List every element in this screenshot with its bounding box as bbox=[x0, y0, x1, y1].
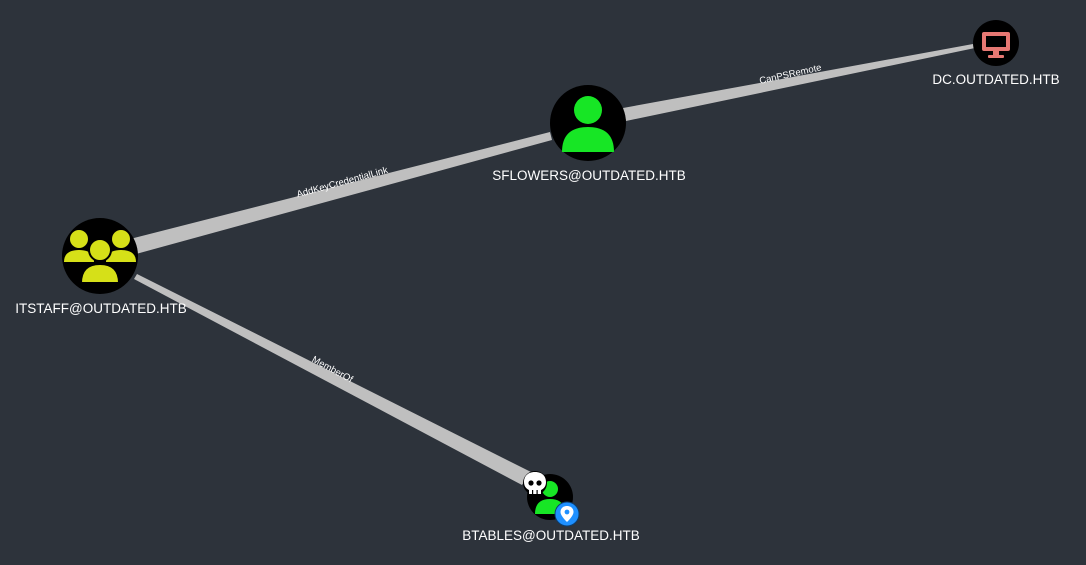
node-dc[interactable]: DC.OUTDATED.HTB bbox=[932, 20, 1060, 87]
edge-addkeycredentiallink[interactable] bbox=[130, 132, 552, 254]
group-icon bbox=[64, 230, 136, 284]
edge-memberof[interactable] bbox=[134, 274, 531, 485]
node-label-sflowers: SFLOWERS@OUTDATED.HTB bbox=[492, 168, 685, 183]
node-label-dc: DC.OUTDATED.HTB bbox=[932, 72, 1059, 87]
node-btables[interactable]: BTABLES@OUTDATED.HTB bbox=[462, 471, 640, 543]
node-label-btables: BTABLES@OUTDATED.HTB bbox=[462, 528, 639, 543]
monitor-icon bbox=[982, 32, 1010, 58]
node-itstaff[interactable]: ITSTAFF@OUTDATED.HTB bbox=[15, 218, 187, 316]
node-sflowers[interactable]: SFLOWERS@OUTDATED.HTB bbox=[492, 85, 686, 183]
node-label-itstaff: ITSTAFF@OUTDATED.HTB bbox=[15, 301, 186, 316]
user-icon bbox=[562, 96, 614, 152]
edges bbox=[130, 44, 975, 485]
edge-canpsremote[interactable] bbox=[623, 44, 975, 121]
skull-icon bbox=[523, 471, 547, 495]
location-pin-icon bbox=[554, 501, 580, 527]
